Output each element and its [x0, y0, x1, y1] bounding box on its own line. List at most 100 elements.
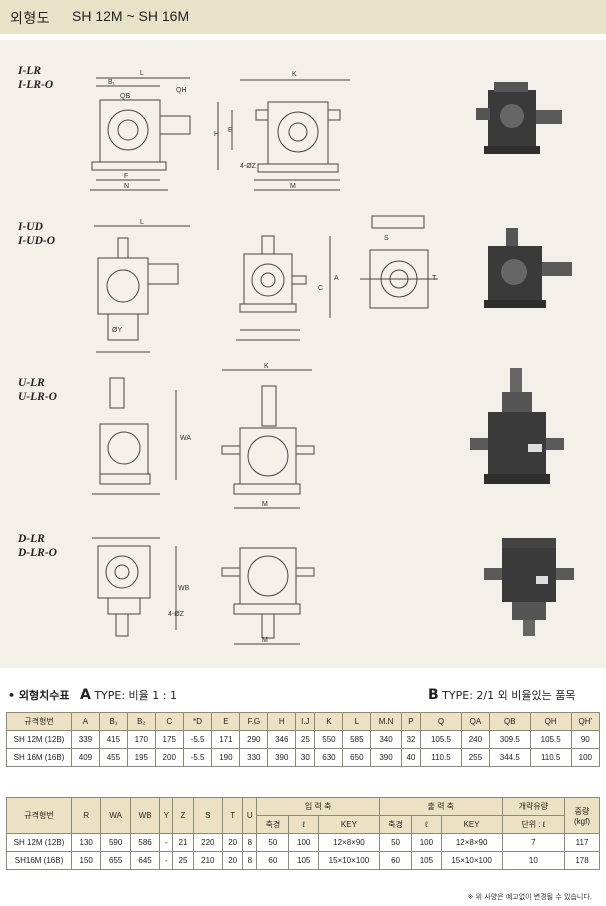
table-cell: 8	[242, 833, 258, 852]
svg-text:E: E	[228, 127, 233, 134]
table2-header: WA	[100, 797, 131, 834]
svg-text:L: L	[140, 70, 144, 77]
table1-header-cell: 규격형번	[6, 712, 72, 731]
table-cell: 30	[295, 748, 316, 767]
svg-text:WB: WB	[178, 585, 190, 592]
table-cell: 60	[256, 851, 290, 870]
table-cell: 190	[211, 748, 241, 767]
table-cell: 100	[288, 833, 319, 852]
table1-header-cell: Q	[420, 712, 462, 731]
table-cell: 32	[400, 730, 422, 749]
svg-text:WA: WA	[180, 435, 191, 442]
table1-header-cell: L	[342, 712, 372, 731]
table-cell: 330	[239, 748, 269, 767]
table2-header: Y	[159, 797, 174, 834]
table-title-a: • 외형치수표 A TYPE: 비율 1 : 1	[8, 687, 177, 703]
svg-text:C: C	[318, 285, 323, 292]
table2-header: T	[222, 797, 244, 834]
dimension-table-2: 규격형번 R WA WB Y Z S T U 입 력 축 출 력 축 개략유량 …	[6, 797, 600, 870]
table1-header-cell: I.J	[295, 712, 316, 731]
page-title: 외형도	[10, 11, 51, 27]
table-cell: 240	[460, 730, 490, 749]
table-cell: 20	[222, 833, 244, 852]
table-cell: -	[159, 851, 174, 870]
table2-header-row-1: 규격형번 R WA WB Y Z S T U 입 력 축 출 력 축 개략유량 …	[6, 797, 600, 834]
table-cell: 12×8×90	[440, 833, 503, 852]
table-cell: 7	[501, 833, 566, 852]
sub-header: 축경	[256, 815, 290, 834]
svg-text:QB: QB	[120, 93, 130, 100]
table-cell: 309.5	[488, 730, 531, 749]
table-cell: 150	[70, 851, 102, 870]
table-cell: 105.5	[529, 730, 572, 749]
table-cell: 645	[129, 851, 161, 870]
table-cell: SH16M (16B)	[6, 851, 72, 870]
table-cell: 105.5	[420, 730, 462, 749]
table-cell: 10	[501, 851, 566, 870]
table-cell: SH 16M (16B)	[6, 748, 72, 767]
table-cell: 340	[370, 730, 402, 749]
table2-header: Z	[172, 797, 194, 834]
table2-header: R	[70, 797, 102, 834]
table1-header-cell: *D	[182, 712, 213, 731]
svg-text:K: K	[264, 363, 269, 370]
model-range: SH 12M ~ SH 16M	[72, 8, 190, 24]
table-cell: 25	[172, 851, 194, 870]
table-cell: 21	[172, 833, 194, 852]
table-cell: 25	[295, 730, 316, 749]
table-cell: 339	[71, 730, 100, 749]
svg-text:K: K	[292, 71, 297, 78]
svg-text:S: S	[384, 235, 389, 242]
table-cell: 210	[192, 851, 224, 870]
svg-text:H: H	[214, 131, 219, 138]
sub-header: KEY	[440, 815, 503, 834]
table-cell: 170	[126, 730, 156, 749]
table1-header-cell: QA	[460, 712, 490, 731]
gearbox-photo-i-lr	[476, 82, 562, 154]
svg-text:4-ØZ: 4-ØZ	[168, 611, 185, 618]
table1-header-cell: E	[211, 712, 241, 731]
table1-header-cell: QB	[488, 712, 531, 731]
svg-text:F: F	[124, 173, 128, 180]
gearbox-photo-d-lr	[484, 538, 574, 636]
svg-text:B₁: B₁	[108, 79, 116, 86]
table-cell: 590	[100, 833, 131, 852]
svg-text:N: N	[124, 183, 129, 190]
gearbox-body	[99, 99, 161, 163]
table1-header-cell: H	[267, 712, 297, 731]
table2-header: U	[242, 797, 258, 834]
table-cell: 171	[211, 730, 241, 749]
table-cell: 100	[411, 833, 442, 852]
table-cell: 100	[570, 748, 601, 767]
sub-header: KEY	[317, 815, 380, 834]
table2-header-row-2: 축경 ℓ KEY 축경 ℓ KEY 단위 : ℓ	[7, 815, 600, 834]
svg-text:M: M	[262, 501, 268, 508]
table-cell: 550	[314, 730, 344, 749]
table-cell: 630	[314, 748, 344, 767]
table-cell: 390	[370, 748, 402, 767]
table-cell: 178	[564, 851, 600, 870]
table-cell: 650	[342, 748, 372, 767]
svg-text:A: A	[334, 275, 339, 282]
sub-header: ℓ	[288, 815, 319, 834]
table-cell: 255	[460, 748, 490, 767]
table-cell: 409	[71, 748, 100, 767]
svg-text:L: L	[140, 219, 144, 226]
table-cell: 655	[100, 851, 131, 870]
footnote: ※ 위 사양은 예고없이 변경될 수 있습니다.	[467, 893, 592, 901]
oil-header: 개략유량	[501, 797, 566, 816]
table-cell: 346	[267, 730, 297, 749]
gearbox-photo-u-lr	[470, 368, 564, 484]
output-shaft-header: 출 력 축	[378, 797, 503, 816]
svg-text:QH: QH	[176, 87, 187, 94]
table-cell: 15×10×100	[440, 851, 503, 870]
table-cell: 220	[192, 833, 224, 852]
sub-header: ℓ	[411, 815, 442, 834]
